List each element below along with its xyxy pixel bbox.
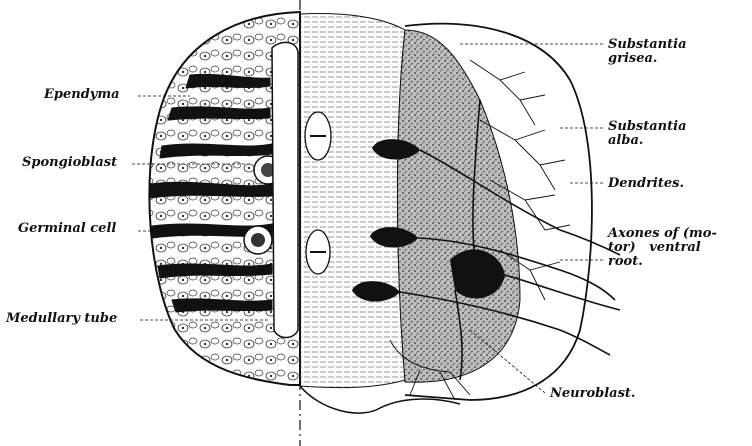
label-medullary-tube: Medullary tube [6,312,117,326]
label-axones: Axones of (mo- tor) ventral root. [608,227,717,269]
gray-matter [398,30,521,382]
medullary-tube [272,42,298,337]
label-neuroblast: Neuroblast. [550,387,635,401]
label-ependyma: Ependyma [44,88,120,102]
label-dendrites: Dendrites. [608,177,684,191]
label-germinal-cell: Germinal cell [18,222,116,236]
mantle-zone [300,14,405,388]
label-spongioblast: Spongioblast [22,156,117,170]
label-substantia-alba: Substantia alba. [608,120,687,148]
label-substantia-grisea: Substantia grisea. [608,38,687,66]
